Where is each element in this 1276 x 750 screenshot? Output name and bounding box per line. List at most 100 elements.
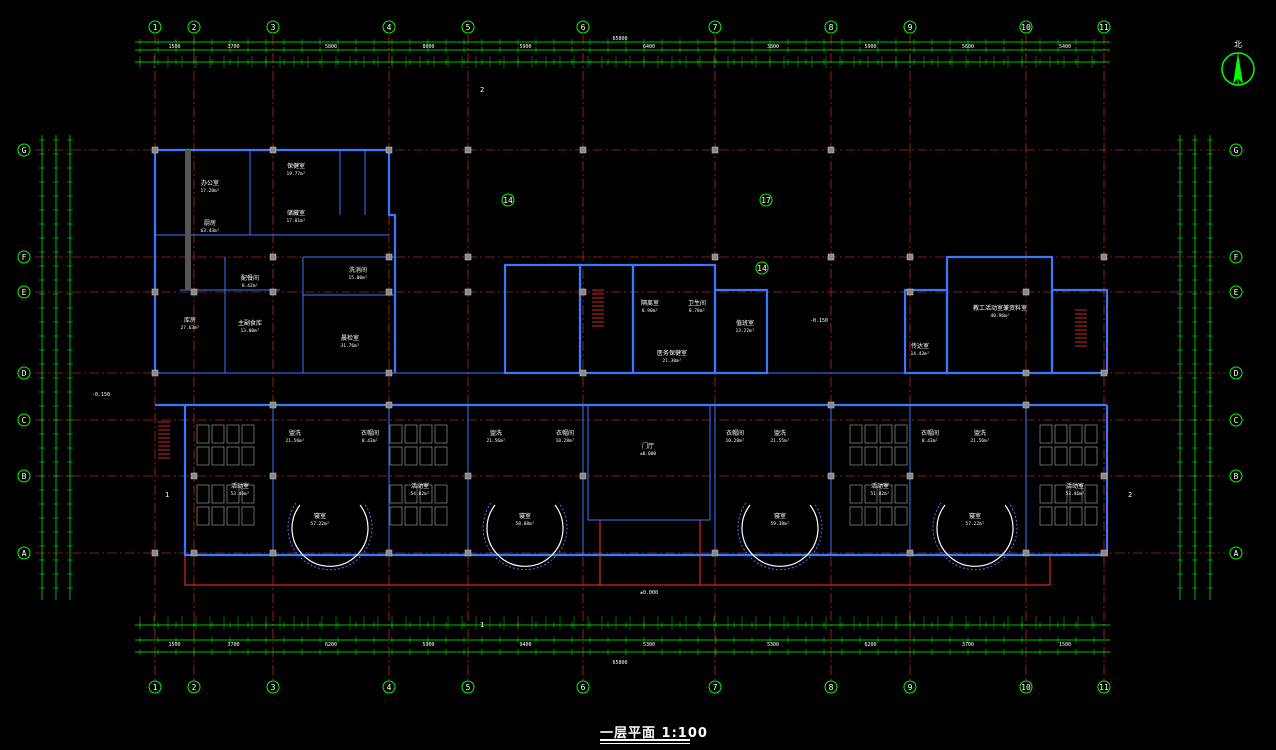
column: [580, 147, 586, 153]
column: [1023, 550, 1029, 556]
axis-bubble-label: G: [22, 146, 27, 155]
axis-bubble-label: G: [1234, 146, 1239, 155]
room-area: 8.90m²: [642, 308, 658, 314]
top-dim-label: 1500: [168, 44, 180, 50]
room-area: 13.00m²: [241, 328, 260, 334]
room-area: 8.43m²: [362, 438, 378, 444]
room-name: 库房: [184, 316, 196, 324]
axis-bubble-label: C: [1234, 416, 1239, 425]
room-area: 21.30m²: [663, 358, 682, 364]
bottom-dim-label: 5300: [643, 642, 655, 648]
section-mark: 2: [1128, 491, 1132, 499]
level-mark: -0.150: [810, 318, 828, 324]
column: [386, 370, 392, 376]
section-mark: 2: [480, 86, 484, 94]
column: [828, 254, 834, 260]
room-area: 13.22m²: [736, 328, 755, 334]
column: [465, 473, 471, 479]
axis-bubble-label: E: [1234, 288, 1239, 297]
axis-bubble-label: 1: [153, 23, 158, 32]
axis-bubble-label: 9: [908, 683, 913, 692]
axis-bubble-label: 3: [271, 23, 276, 32]
column: [270, 402, 276, 408]
room-area: 27.63m²: [181, 325, 200, 331]
room-name: 寝室: [314, 512, 326, 520]
column: [152, 370, 158, 376]
room-name: 门厅: [642, 442, 654, 450]
room-name: 寝室: [969, 512, 981, 520]
axis-bubble-label: F: [22, 253, 27, 262]
axis-bubble-label: 1: [153, 683, 158, 692]
room-area: 53.46m²: [231, 491, 250, 497]
top-dim-label: 5800: [325, 44, 337, 50]
column: [465, 254, 471, 260]
column: [465, 550, 471, 556]
axis-bubble-label: B: [1234, 472, 1239, 481]
room-name: 医务保健室: [657, 349, 687, 357]
room-name: 办公室: [201, 179, 219, 187]
column: [712, 147, 718, 153]
axis-bubble-label: 7: [713, 683, 718, 692]
axis-bubble-label: 10: [1021, 23, 1031, 32]
room-name: 配餐间: [241, 274, 259, 282]
north-label: 北: [1234, 40, 1242, 49]
room-area: 59.38m²: [771, 521, 790, 527]
section-mark: 1: [165, 491, 169, 499]
axis-bubble-label: 8: [829, 683, 834, 692]
room-area: 53.46m²: [1066, 491, 1085, 497]
top-dim-label: 6400: [643, 44, 655, 50]
total-dim-label: 65800: [612, 660, 627, 666]
top-dim-label: 5900: [864, 44, 876, 50]
top-dim-label: 8000: [422, 44, 434, 50]
room-area: 57.22m²: [311, 521, 330, 527]
column: [386, 254, 392, 260]
column: [828, 147, 834, 153]
room-name: 寝室: [774, 512, 786, 520]
column: [828, 402, 834, 408]
room-area: 17.28m²: [201, 188, 220, 194]
room-area: ±0.000: [640, 451, 657, 457]
room-name: 传达室: [911, 342, 929, 350]
room-area: 14.43m²: [911, 351, 930, 357]
top-dim-label: 5600: [962, 44, 974, 50]
axis-bubble-label: E: [22, 288, 27, 297]
axis-bubble-label: C: [22, 416, 27, 425]
room-area: 31.76m²: [341, 343, 360, 349]
room-name: 保健室: [287, 162, 305, 170]
axis-bubble-label: 4: [387, 23, 392, 32]
section-mark: 1: [480, 621, 484, 629]
room-area: 17.01m²: [287, 218, 306, 224]
room-area: 63.43m²: [201, 228, 220, 234]
column: [580, 289, 586, 295]
axis-bubble-label: D: [22, 369, 27, 378]
level-mark: -0.150: [92, 392, 110, 398]
column: [1023, 289, 1029, 295]
room-name: 寝室: [519, 512, 531, 520]
axis-bubble-label: 10: [1021, 683, 1031, 692]
room-name: 隔离室: [641, 299, 659, 307]
axis-bubble-label: 11: [1099, 683, 1109, 692]
room-name: 洗消间: [349, 266, 367, 274]
top-dim-label: 5400: [1059, 44, 1071, 50]
room-name: 衣帽间: [921, 429, 939, 437]
column: [270, 550, 276, 556]
room-name: 厨房: [204, 219, 216, 227]
axis-bubble-label: 9: [908, 23, 913, 32]
axis-bubble-label: 7: [713, 23, 718, 32]
bottom-dim-label: 3700: [227, 642, 239, 648]
axis-bubble-label: 6: [581, 683, 586, 692]
column: [191, 289, 197, 295]
top-dim-label: 3800: [767, 44, 779, 50]
axis-bubble-label: 14: [757, 264, 767, 273]
column: [907, 473, 913, 479]
column: [386, 550, 392, 556]
axis-bubble-label: 2: [192, 23, 197, 32]
column: [152, 289, 158, 295]
column: [580, 370, 586, 376]
top-dim-label: 3700: [227, 44, 239, 50]
axis-bubble-label: 5: [466, 683, 471, 692]
room-name: 衣帽间: [726, 429, 744, 437]
axis-bubble-label: F: [1234, 253, 1239, 262]
level-mark: ±0.000: [640, 590, 658, 596]
